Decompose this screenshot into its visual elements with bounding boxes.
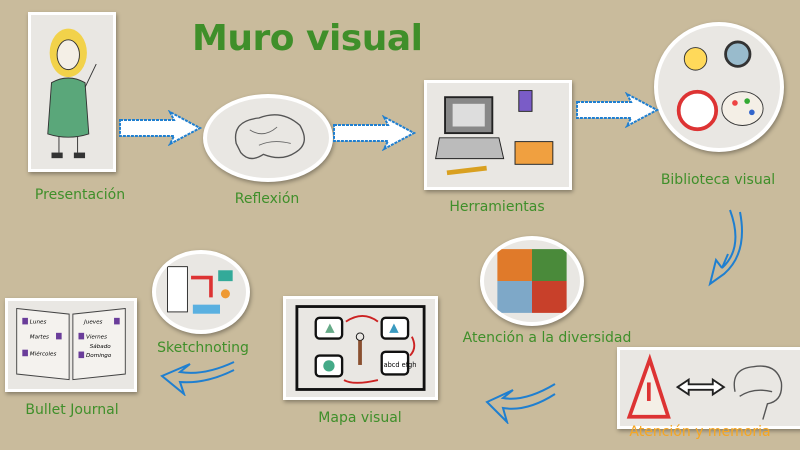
herramientas-label: Herramientas [449, 199, 545, 215]
sketchnoting-image[interactable] [152, 250, 250, 334]
mapa-image[interactable]: abcd efgh [283, 296, 438, 400]
reflexion-image[interactable] [203, 94, 333, 182]
curved-arrow-left-icon [160, 361, 235, 396]
journal-word: Sábado [90, 343, 112, 350]
journal-word: Domingo [86, 353, 112, 359]
diversidad-image[interactable] [480, 236, 584, 326]
herramientas-image[interactable] [424, 80, 572, 190]
bullet-journal-label: Bullet Journal [25, 402, 119, 418]
presentacion-label: Presentación [34, 187, 126, 203]
mapa-text: abcd efgh [384, 361, 417, 369]
curved-arrow-left-icon [485, 383, 556, 424]
diversidad-label: Atención a la diversidad [462, 330, 632, 346]
journal-word: Martes [30, 334, 49, 340]
memoria-label: Atención y memoria [629, 424, 771, 440]
journal-word: Lunes [30, 319, 47, 325]
reflexion-label: Reflexión [234, 191, 300, 207]
biblioteca-image[interactable] [654, 22, 784, 152]
arrow-right-icon [333, 115, 416, 151]
presentacion-image[interactable] [28, 12, 116, 172]
biblioteca-label: Biblioteca visual [660, 172, 776, 188]
mapa-label: Mapa visual [318, 410, 402, 426]
memoria-image[interactable] [617, 347, 800, 429]
arrow-right-icon [119, 110, 202, 146]
journal-word: Viernes [86, 334, 107, 340]
sketchnoting-label: Sketchnoting [157, 340, 249, 356]
curved-arrow-down-icon [708, 209, 743, 287]
journal-word: Jueves [83, 319, 102, 325]
journal-word: Miércoles [30, 350, 57, 357]
arrow-right-icon [576, 92, 659, 128]
bullet-journal-image[interactable]: Lunes Martes Miércoles Jueves Viernes Sá… [5, 298, 137, 392]
page-title: Muro visual [192, 18, 423, 59]
